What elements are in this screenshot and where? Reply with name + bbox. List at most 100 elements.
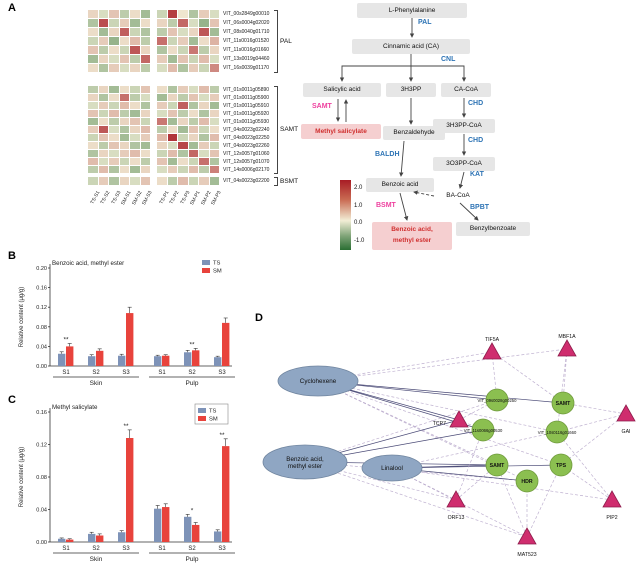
pathway-arrow [339,65,411,82]
bar-sm-4 [192,524,200,542]
heatmap-cell [119,94,130,102]
heatmap-cell [188,110,199,118]
heatmap-cell [199,86,209,94]
heatmap-column-label: SM-S2 [130,190,144,207]
network-edge [562,402,627,415]
node-label-tps: TPS [556,463,567,469]
heatmap-cell [178,142,188,150]
heatmap-column-label: TS-S2 [99,190,112,206]
heatmap-cell [188,64,199,73]
heatmap-cell [119,118,130,126]
network-edge [317,380,564,404]
y-tick-label: 0.00 [36,540,47,546]
pathway-node-o3ppcoa: 3O3PP-CoA [433,157,495,171]
network-edge [491,351,564,404]
legend-swatch-sm [198,416,206,421]
heatmap-cell [88,134,98,142]
heatmap-cell [178,19,188,28]
heatmap-cell [88,46,98,55]
metabolite-node-linalool [361,454,423,482]
bar-ts-0 [58,538,66,542]
pathway-arrow [459,202,479,221]
heatmap-cell [119,150,130,158]
heatmap-cell [130,46,140,55]
heatmap-cell [130,158,140,166]
panel-a-label: A [8,2,16,14]
legend-box [194,403,229,425]
heatmap-cell [167,37,178,46]
heatmap-cell [119,126,130,134]
heatmap-cell [188,118,199,126]
heatmap-cell [130,94,140,102]
heatmap-cell [119,19,130,28]
network-edge [556,431,613,501]
heatmap-cell [140,102,151,110]
heatmap-cell [109,142,119,150]
pathway-node-h3ppcoa: 3H3PP-CoA [433,119,495,133]
legend-label-sm: SM [213,269,222,275]
heatmap-cell [88,177,98,186]
pathway-enzyme-baldh-5: BALDH [375,151,400,158]
gene-label: VIT_13s0019g04460 [223,56,270,62]
heatmap-cell [178,10,188,19]
enzyme-group-label: PAL [280,37,292,45]
heatmap-cell [109,110,119,118]
node-label-samt2: SAMT [490,463,506,469]
x-tick-label: S3 [122,370,130,376]
pathway-arrow [399,192,409,221]
group-label: Pulp [185,380,198,387]
y-tick-label: 0.16 [36,286,47,292]
heatmap-cell [98,150,109,158]
x-tick-label: S3 [122,546,130,552]
heatmap-cell [167,110,178,118]
heatmap-cell [119,37,130,46]
heatmap-cell [109,158,119,166]
heatmap-cell [119,142,130,150]
network-edge [317,348,568,382]
bar-sm-5 [222,322,230,366]
x-tick-label: S2 [188,546,196,552]
network-edge [526,464,562,538]
heatmap-cell [188,10,199,19]
heatmap-cell [88,110,98,118]
heatmap-cell [167,102,178,110]
legend-swatch-ts [202,260,210,265]
heatmap-cell [109,102,119,110]
heatmap-cell [119,134,130,142]
heatmap-cell [157,118,167,126]
bar-sm-2 [126,313,134,366]
heatmap-cell [178,102,188,110]
heatmap-cell [188,86,199,94]
y-tick-label: 0.12 [36,443,47,449]
heatmap-cell [157,158,167,166]
heatmap-cell [167,55,178,64]
y-tick-label: 0.08 [36,475,47,481]
heatmap-cell [140,126,151,134]
heatmap-cell [188,94,199,102]
heatmap-cell [178,46,188,55]
heatmap-cell [109,126,119,134]
heatmap-cell [157,28,167,37]
heatmap-cell [130,110,140,118]
heatmap-cell [199,64,209,73]
pathway-enzyme-pal-0: PAL [418,19,432,26]
bar-ts-4 [184,352,192,366]
tf-node-gai [616,404,636,422]
metabolite-node-cyclohexene [277,365,359,397]
node-label-v09: VIT_09s0028g00250 [478,398,518,403]
heatmap-cell [188,177,199,186]
bar-sm-0 [66,346,74,366]
heatmap-cell [130,86,140,94]
gene-node-samt2 [485,453,509,477]
gene-node-hdr [515,469,539,493]
heatmap-cell [109,150,119,158]
heatmap-cell [167,177,178,186]
heatmap-cell [109,46,119,55]
heatmap-cell [98,166,109,174]
heatmap-cell [178,55,188,64]
heatmap-cell [109,118,119,126]
heatmap-cell [88,94,98,102]
y-axis-title: Relative content (μg/g) [19,287,25,348]
heatmap-cell [199,10,209,19]
